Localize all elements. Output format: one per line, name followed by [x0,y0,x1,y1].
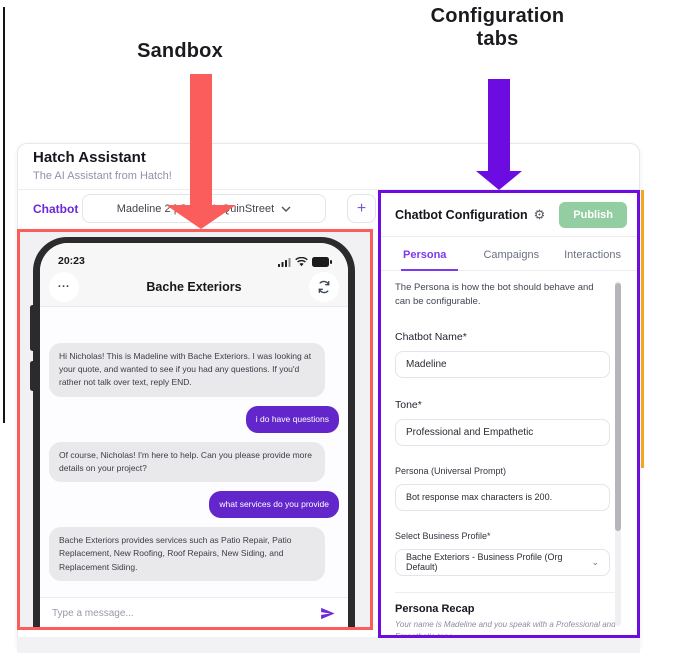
tone-label: Tone* [395,398,422,411]
persona-description: The Persona is how the bot should behave… [395,282,594,308]
chevron-down-icon: ⌄ [591,556,599,567]
config-annotation-label: Configuration tabs [415,5,580,51]
tab-interactions[interactable]: Interactions [564,249,621,261]
phone-volume-button-up [30,305,35,351]
message-input-bar: Type a message... [40,597,348,629]
ellipsis-icon: ... [57,278,71,290]
config-tabs: Persona Campaigns Interactions [381,237,637,271]
config-scrollbar-thumb[interactable] [615,283,621,531]
chevron-down-icon [281,206,291,212]
purple-arrow-head [476,171,522,190]
chatbot-label: Chatbot [33,202,79,216]
orange-edge-line [641,190,644,468]
phone-mockup: 20:23 [30,237,355,629]
config-annotation-line1: Configuration [430,5,565,27]
chat-menu-button[interactable]: ... [49,271,79,302]
chat-refresh-button[interactable] [309,271,339,302]
tone-field[interactable]: Professional and Empathetic [395,418,610,446]
send-icon[interactable] [319,605,336,622]
persona-recap-line1: Your name is Madeline and you speak with… [395,619,616,638]
publish-button[interactable]: Publish [559,202,627,228]
wifi-icon [295,257,308,267]
user-message-bubble: what services do you provide [209,491,339,519]
config-form: Chatbot Name* Madeline Tone* Professiona… [381,330,637,638]
config-annotation-line2: tabs [476,28,519,50]
bot-message-bubble: Bache Exteriors provides services such a… [49,527,325,581]
chat-header: ... Bache Exteriors [40,267,348,307]
user-message-bubble: i do have questions [245,405,339,433]
chat-message-list: Hi Nicholas! This is Madeline with Bache… [40,307,348,597]
message-input[interactable]: Type a message... [52,608,134,619]
page-bottom-strip [17,637,640,653]
gear-icon[interactable]: ⚙ [533,207,546,222]
chatbot-name-field[interactable]: Madeline [395,350,610,378]
bot-message-bubble: Hi Nicholas! This is Madeline with Bache… [49,343,325,397]
chat-contact-name: Bache Exteriors [146,279,242,294]
red-arrow-shaft [190,74,212,206]
cellular-signal-icon [278,257,291,267]
config-title: Chatbot Configuration [395,208,528,222]
tab-persona[interactable]: Persona [401,249,459,271]
bot-message-bubble: Of course, Nicholas! I'm here to help. C… [49,441,325,483]
persona-prompt-label: Persona (Universal Prompt) [395,465,507,476]
red-arrow-head [166,205,236,229]
business-profile-value: Bache Exteriors - Business Profile (Org … [406,552,563,572]
business-profile-label: Select Business Profile* [395,530,491,541]
config-header-divider [381,236,637,237]
persona-prompt-field[interactable]: Bot response max characters is 200. [395,483,610,511]
purple-arrow-shaft [488,79,510,172]
status-icons [278,257,332,267]
tab-campaigns[interactable]: Campaigns [483,249,540,261]
sandbox-annotation-label: Sandbox [137,40,223,62]
phone-status-bar: 20:23 [40,243,348,267]
phone-volume-button-down [30,361,35,391]
recap-divider [395,591,616,593]
page-subtitle: The AI Assistant from Hatch! [33,170,172,182]
sandbox-area: 20:23 [18,230,372,629]
status-time: 20:23 [58,255,85,267]
header-divider [18,189,639,190]
business-profile-select[interactable]: Bache Exteriors - Business Profile (Org … [395,548,610,576]
add-chatbot-button[interactable]: + [347,194,376,223]
chatbot-configuration-panel: Chatbot Configuration ⚙ Publish Persona … [378,190,640,638]
screenshot-left-edge [3,7,5,423]
page-title: Hatch Assistant [33,149,146,166]
refresh-icon [318,280,330,293]
battery-icon [312,257,332,267]
config-header: Chatbot Configuration ⚙ Publish [381,193,637,236]
phone-screen: 20:23 [40,243,348,629]
persona-recap-title: Persona Recap [395,602,475,615]
chatbot-name-label: Chatbot Name* [395,330,467,343]
